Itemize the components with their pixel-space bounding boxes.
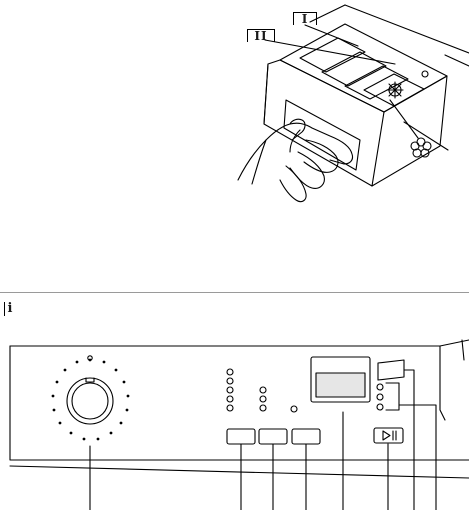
program-dial-icon	[52, 359, 130, 441]
start-pause-icon	[383, 431, 390, 440]
